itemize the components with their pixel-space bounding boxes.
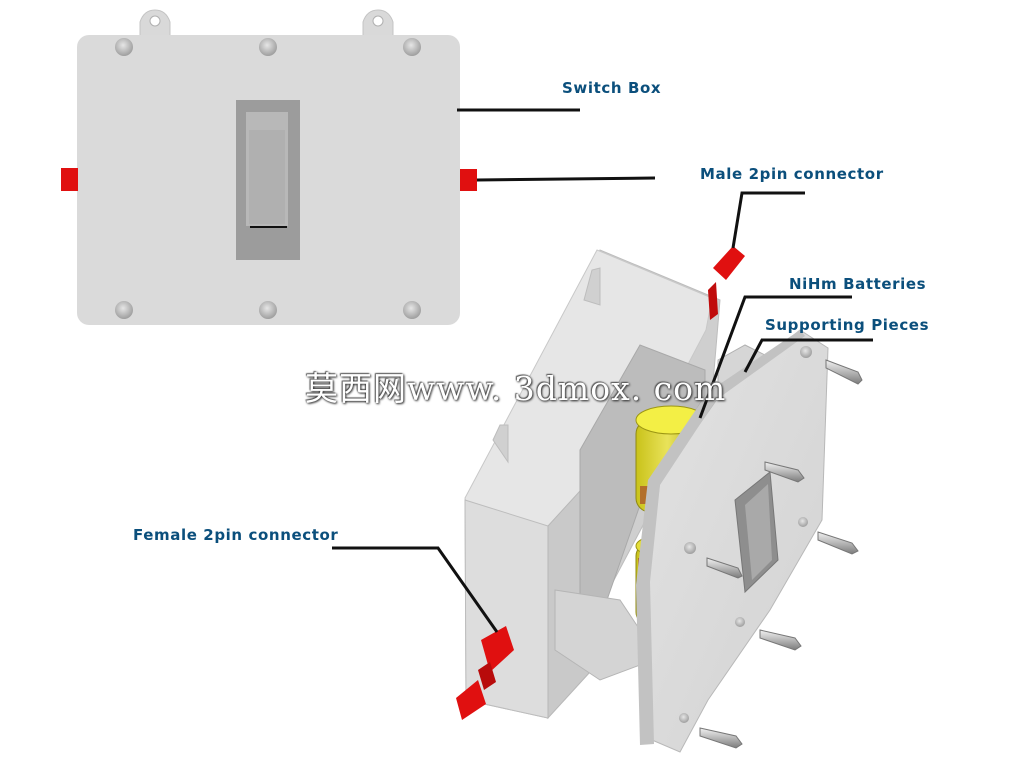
connector-right [460, 169, 477, 191]
screw-hole [115, 301, 133, 319]
cover-plate [636, 329, 829, 753]
mounting-tab-right [362, 9, 394, 39]
male-2pin-connector [708, 246, 745, 320]
leader-supporting-pieces [743, 338, 873, 373]
screw-hole [259, 301, 277, 319]
leader-right-connector [476, 176, 656, 182]
label-switch-box: Switch Box [562, 79, 662, 97]
leader-female-connector [332, 546, 499, 633]
leader-nihm-batteries [698, 295, 852, 419]
label-supporting-pieces: Supporting Pieces [765, 316, 930, 334]
screw-hole [403, 301, 421, 319]
screws [699, 359, 863, 749]
screw-hole [259, 38, 277, 56]
screw-hole [403, 38, 421, 56]
female-2pin-connector [456, 626, 514, 720]
switch-box-assembled [61, 9, 477, 325]
label-male-2pin-connector: Male 2pin connector [700, 165, 884, 183]
connector-left [61, 168, 78, 191]
label-female-2pin-connector: Female 2pin connector [133, 526, 339, 544]
rocker-switch [236, 100, 300, 260]
label-nihm-batteries: NiHm Batteries [789, 275, 927, 293]
screw-hole [115, 38, 133, 56]
mounting-tab-left [139, 9, 171, 39]
watermark: 莫西网www. 3dmox. com [305, 369, 727, 408]
leader-lines [332, 108, 873, 633]
leader-male-connector [731, 191, 805, 249]
